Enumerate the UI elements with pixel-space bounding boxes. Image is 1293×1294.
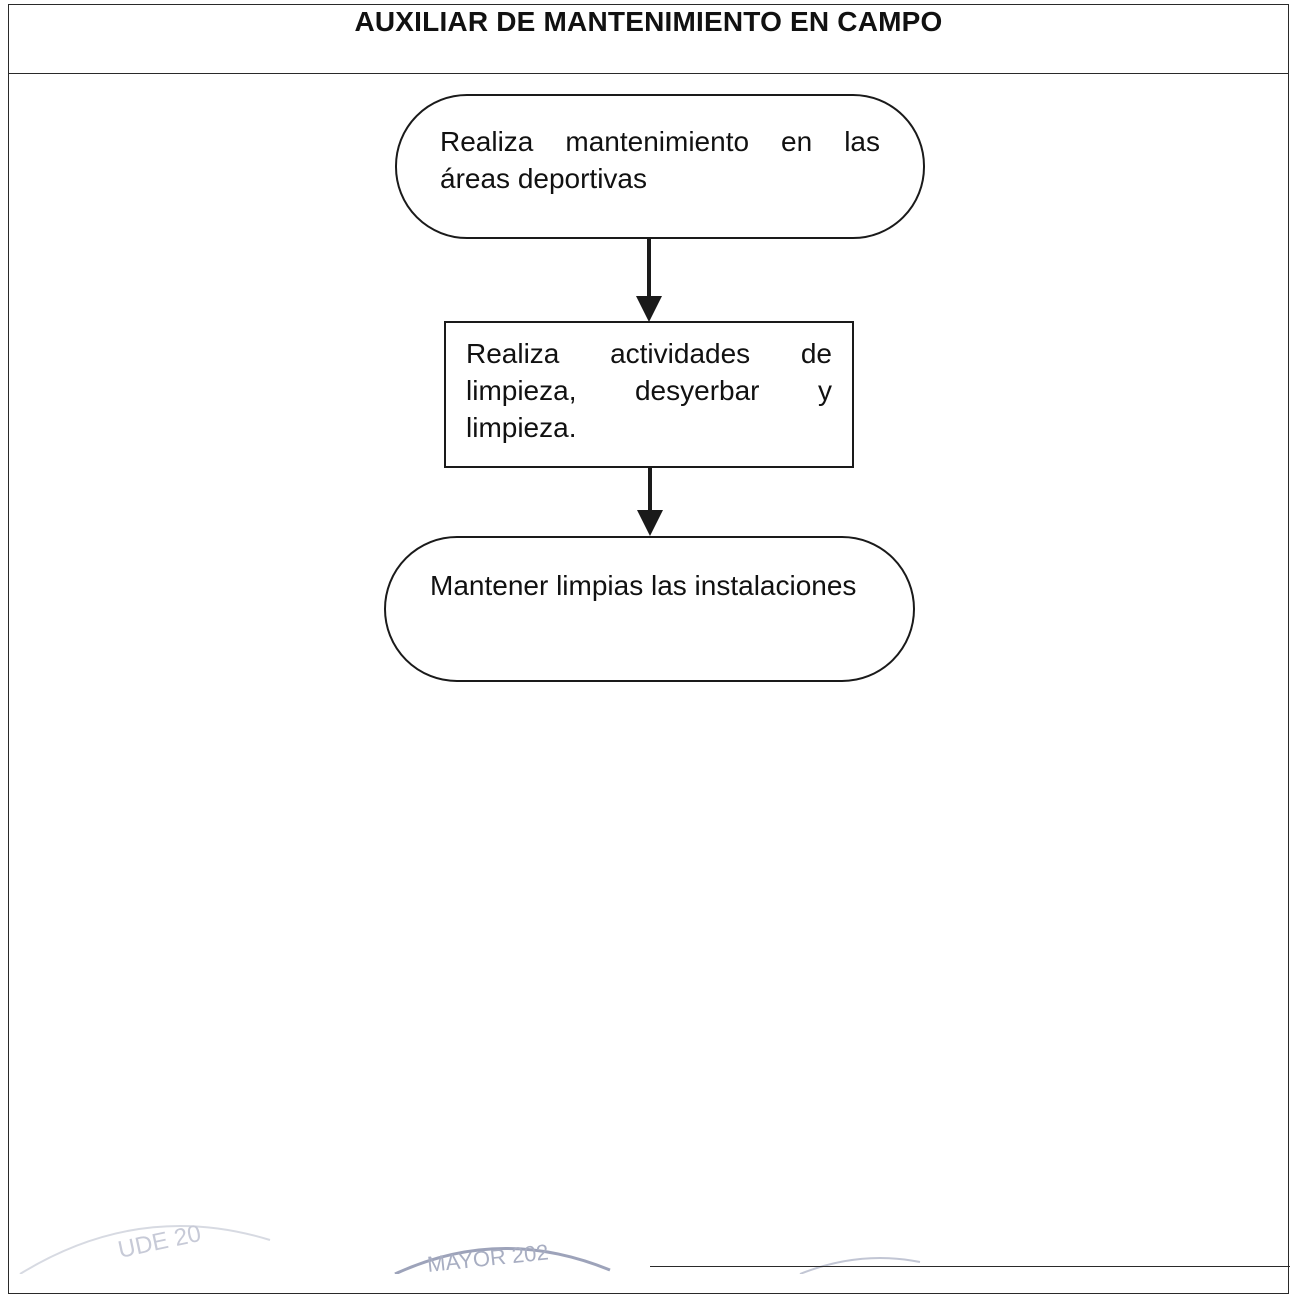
stamp-seal-left: UDE 20	[19, 1220, 271, 1274]
flow-node-terminator-1	[395, 94, 925, 239]
stamp-seal-center: MAYOR 202	[394, 1239, 611, 1274]
flow-edge-1-arrowhead	[636, 296, 662, 322]
stamp-seal-right	[799, 1257, 921, 1274]
flow-node-text-3: Mantener limpias las instalaciones	[430, 570, 857, 601]
svg-text:MAYOR 202: MAYOR 202	[426, 1239, 550, 1274]
footer-divider	[650, 1266, 1290, 1267]
flow-node-text-2: Realiza actividades de limpieza, desyerb…	[466, 338, 832, 443]
flow-edge-2-arrowhead	[637, 510, 663, 536]
flow-node-text-1: Realiza mantenimiento en las áreas depor…	[440, 126, 880, 194]
page-title: AUXILIAR DE MANTENIMIENTO EN CAMPO	[354, 6, 943, 37]
title-band	[8, 4, 1289, 74]
flow-node-terminator-3	[384, 536, 915, 682]
